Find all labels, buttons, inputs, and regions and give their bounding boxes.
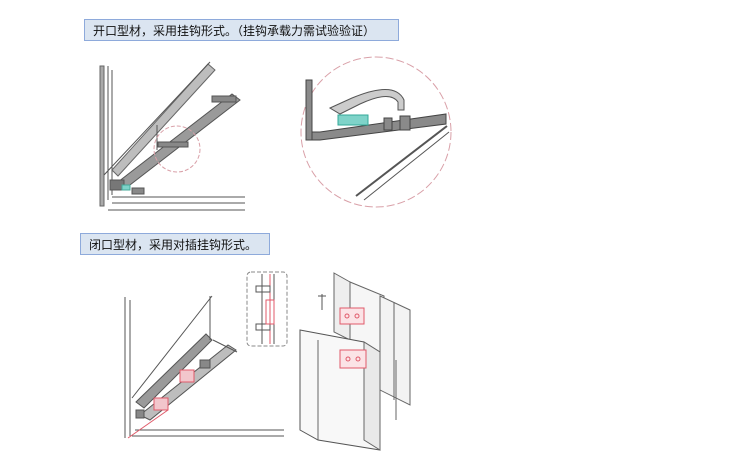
open-profile-detail-circle [300, 56, 452, 208]
caption-closed-profile: 闭口型材，采用对插挂钩形式。 [80, 233, 270, 255]
closed-profile-side-detail [246, 271, 288, 347]
caption-open-profile: 开口型材，采用挂钩形式。（挂钩承载力需试验验证） [84, 19, 399, 41]
closed-profile-isometric-panel [299, 272, 411, 451]
open-profile-section-drawing [99, 61, 245, 211]
closed-profile-section-drawing [124, 295, 284, 439]
